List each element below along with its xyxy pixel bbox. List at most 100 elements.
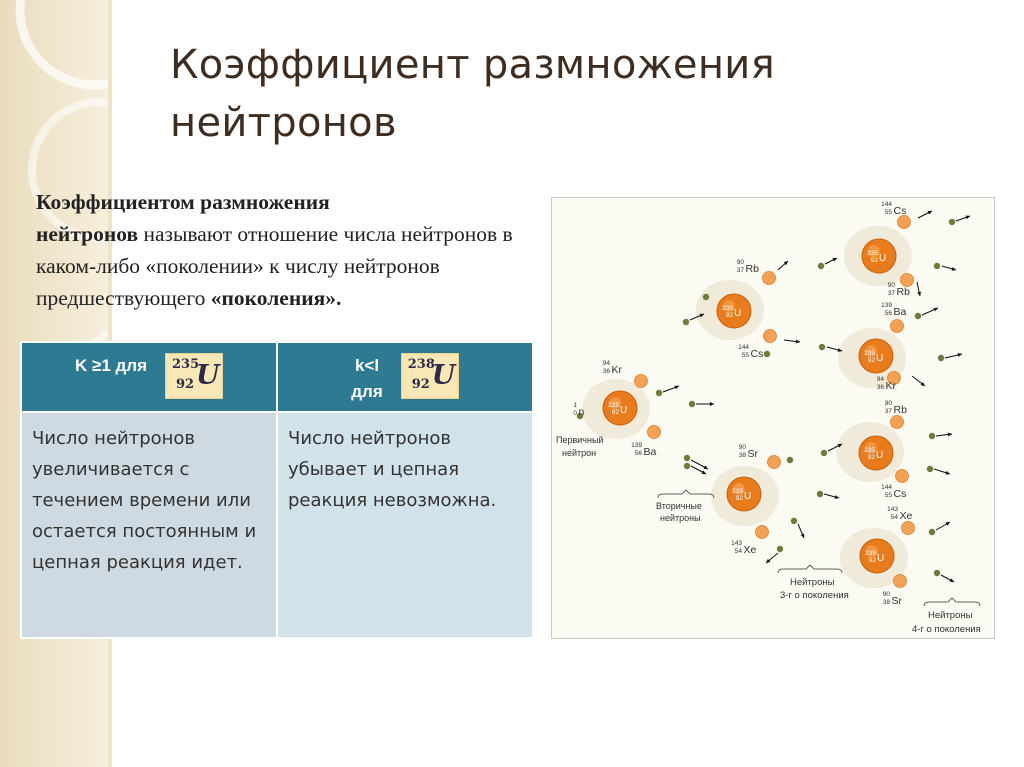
nuclide-atomic-number: 38: [739, 452, 747, 459]
uranium-symbol: U: [877, 553, 884, 564]
fragment-sr: [767, 455, 781, 469]
nuclide-atomic-number: 37: [888, 290, 896, 297]
definition-term-2: нейтронов: [36, 222, 139, 246]
cell-k-less-text: Число нейтронов убывает и цепная реакция…: [276, 411, 534, 639]
nuclide-mass-number: 143: [731, 540, 742, 547]
nuclide-mass-number: 139: [631, 442, 642, 449]
nuclide-atomic-number: 54: [735, 548, 743, 555]
uranium-highlight: [865, 442, 877, 454]
fragment-sr: [893, 574, 907, 588]
uranium-mass-number: 235: [608, 402, 619, 409]
fragment-cs: [895, 469, 909, 483]
neutron: [683, 454, 691, 462]
nuclide-mass-number: 139: [881, 302, 892, 309]
neutron: [816, 490, 824, 498]
nuclide-mass-number: 144: [738, 344, 749, 351]
third-generation-brace: [777, 564, 843, 574]
nuclide-symbol: Cs: [894, 205, 907, 217]
fragment-rb: [762, 271, 776, 285]
fragment-ba: [890, 319, 904, 333]
uranium-atomic-number: 92: [868, 357, 876, 364]
nuclide-atomic-number: 38: [883, 599, 891, 606]
neutron: [914, 312, 922, 320]
nuclide-atomic-number: 56: [885, 310, 893, 317]
uranium-highlight: [868, 245, 880, 257]
nuclide-symbol: Kr: [612, 364, 623, 376]
nuclide-symbol: Ba: [644, 446, 657, 458]
slide-title: Коэффициент размножения нейтронов: [170, 42, 775, 146]
nuclide-symbol: Xe: [900, 510, 913, 522]
neutron-arrow-head: [947, 432, 952, 437]
nuclide-mass-number: 94: [877, 376, 885, 383]
uranium-highlight: [866, 545, 878, 557]
nuclide-symbol: Cs: [894, 488, 907, 500]
uranium-highlight: [865, 345, 877, 357]
definition-paragraph: Коэффициентом размножения нейтронов назы…: [36, 186, 536, 314]
primary-neutron: [576, 412, 584, 420]
nuclide-mass-number: 144: [881, 201, 892, 208]
neutron-arrow-head: [945, 522, 950, 526]
header-k-less-for: для: [351, 382, 383, 401]
definition-term-1: Коэффициентом размножения: [36, 190, 330, 214]
neutron-arrow-head: [920, 381, 925, 386]
primary-neutron-label-line1: Первичный: [556, 435, 603, 445]
uranium-atomic-number: 92: [726, 312, 734, 319]
fragment-rb: [900, 273, 914, 287]
neutron-arrow-head: [933, 307, 938, 312]
uranium-symbol: U: [734, 308, 741, 319]
neutron-arrow-head: [917, 291, 922, 296]
uranium-atomic-number: 92: [869, 557, 877, 564]
nuclide-symbol: n: [579, 406, 585, 418]
neutron-arrow-head: [795, 339, 800, 344]
neutron: [683, 462, 691, 470]
neutron-arrow-head: [701, 470, 706, 474]
uranium-mass-number: 235: [864, 350, 875, 357]
fourth-generation-brace: [923, 597, 981, 607]
nuclide-mass-number: 90: [888, 282, 896, 289]
neutron-arrow-head: [927, 211, 932, 215]
nuclide-mass-number: 94: [603, 360, 611, 367]
neutron-arrow-head: [783, 261, 788, 266]
nuclide-atomic-number: 54: [891, 514, 899, 521]
uranium-atomic-number: 92: [868, 454, 876, 461]
uranium-symbol: U: [744, 491, 751, 502]
neutron: [702, 293, 710, 301]
neutron-arrow-head: [674, 385, 679, 390]
nuclide-atomic-number: 0: [573, 410, 577, 417]
nuclide-symbol: Kr: [886, 380, 897, 392]
uranium-mass-number: 235: [864, 447, 875, 454]
neutron: [928, 528, 936, 536]
nuclide-atomic-number: 56: [635, 450, 643, 457]
neutron-arrow-head: [709, 402, 714, 406]
uranium-mass-number: 235: [732, 488, 743, 495]
uranium-symbol: U: [876, 450, 883, 461]
fragment-ba: [647, 425, 661, 439]
uranium-highlight: [733, 483, 745, 495]
uranium-mass-number: 235: [867, 250, 878, 257]
nuclide-atomic-number: 36: [603, 368, 611, 375]
nuclide-atomic-number: 55: [885, 209, 893, 216]
neutron: [820, 449, 828, 457]
uranium-symbol: U: [876, 353, 883, 364]
fragment-cs: [763, 329, 777, 343]
fragment-xe: [901, 521, 915, 535]
neutron: [790, 517, 798, 525]
nuclide-mass-number: 144: [881, 484, 892, 491]
neutron: [926, 465, 934, 473]
neutron-arrow-head: [832, 258, 837, 262]
